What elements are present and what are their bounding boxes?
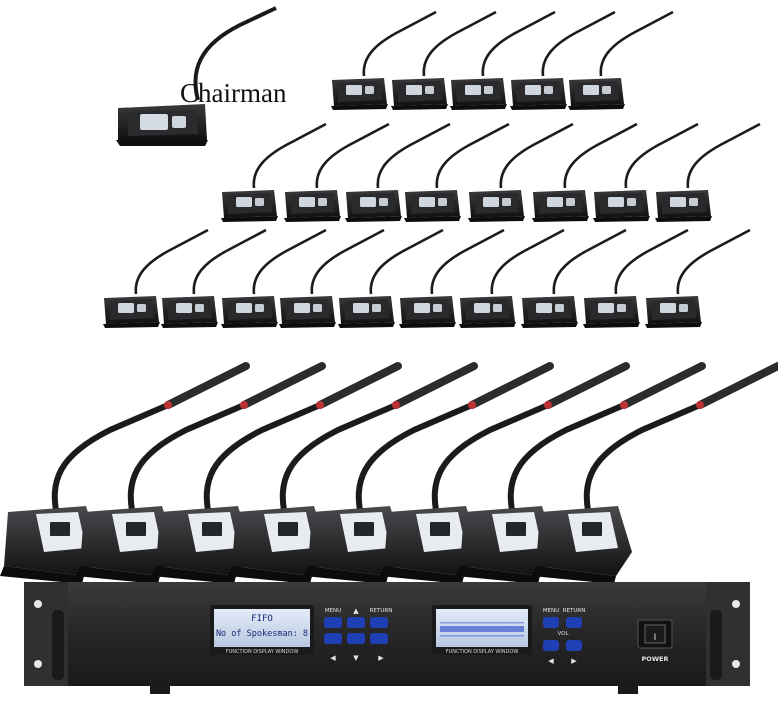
front-delegate-unit <box>304 362 554 584</box>
power-label: POWER <box>642 655 669 663</box>
right-arrow-icon: ▶ <box>378 654 384 662</box>
right-lcd-caption: FUNCTION DISPLAY WINDOW <box>446 649 519 655</box>
delegate-unit <box>221 122 327 222</box>
vol-down-icon: ◀ <box>548 657 554 665</box>
vol-up-icon: ▶ <box>571 657 577 665</box>
delegate-unit <box>338 228 444 328</box>
right-menu-button[interactable] <box>543 617 559 628</box>
right-button[interactable] <box>370 633 388 644</box>
left-lcd-caption: FUNCTION DISPLAY WINDOW <box>226 649 299 655</box>
chairman-label: Chairman <box>180 78 287 108</box>
delegate-unit <box>391 10 497 110</box>
delegate-unit <box>345 122 451 222</box>
delegate-unit <box>331 10 437 110</box>
delegate-unit <box>532 122 638 222</box>
left-menu-label: MENU <box>325 608 341 614</box>
front-delegate-unit <box>228 362 478 584</box>
vol-label: VOL <box>557 631 569 637</box>
menu-button[interactable] <box>324 617 342 628</box>
front-delegate-unit <box>76 362 326 584</box>
front-delegate-unit <box>152 362 402 584</box>
left-lcd-line1: FIFO <box>251 614 273 624</box>
down-button[interactable] <box>347 633 365 644</box>
right-return-label: RETURN <box>563 608 586 614</box>
return-button[interactable] <box>370 617 388 628</box>
chairman-unit <box>116 6 277 146</box>
delegate-unit <box>450 10 556 110</box>
delegate-row-3 <box>103 228 751 328</box>
front-delegate-unit <box>532 362 778 584</box>
front-delegate-row <box>0 362 778 584</box>
delegate-unit <box>593 122 699 222</box>
delegate-unit <box>161 228 267 328</box>
delegate-unit <box>404 122 510 222</box>
rack-handle <box>52 610 64 680</box>
right-return-button[interactable] <box>566 617 582 628</box>
front-delegate-unit <box>456 362 706 584</box>
delegate-unit <box>468 122 574 222</box>
left-return-label: RETURN <box>370 608 393 614</box>
delegate-unit <box>399 228 505 328</box>
vol-down-button[interactable] <box>543 640 559 651</box>
left-lcd-screen <box>214 609 310 647</box>
up-button[interactable] <box>347 617 365 628</box>
rack-screw-hole <box>34 660 42 668</box>
delegate-unit <box>645 228 751 328</box>
receiver-unit: FIFO No of Spokesman: 8 FUNCTION DISPLAY… <box>24 582 750 694</box>
delegate-unit <box>279 228 385 328</box>
delegate-row-1 <box>331 10 674 110</box>
delegate-unit <box>521 228 627 328</box>
delegate-unit <box>568 10 674 110</box>
up-arrow-icon: ▲ <box>353 607 359 615</box>
delegate-unit <box>583 228 689 328</box>
rack-screw-hole <box>732 660 740 668</box>
power-on-icon: I <box>654 633 657 643</box>
rack-handle <box>710 610 722 680</box>
left-lcd-line2: No of Spokesman: 8 <box>216 629 308 639</box>
right-lcd-bars <box>440 622 524 637</box>
delegate-unit <box>510 10 616 110</box>
delegate-unit <box>655 122 761 222</box>
delegate-unit <box>284 122 390 222</box>
rack-screw-hole <box>732 600 740 608</box>
down-arrow-icon: ▼ <box>353 654 359 662</box>
left-button[interactable] <box>324 633 342 644</box>
front-delegate-unit <box>0 362 250 584</box>
vol-up-button[interactable] <box>566 640 582 651</box>
rack-screw-hole <box>34 600 42 608</box>
left-arrow-icon: ◀ <box>330 654 336 662</box>
front-delegate-unit <box>380 362 630 584</box>
delegate-unit <box>459 228 565 328</box>
delegate-unit <box>103 228 209 328</box>
right-menu-label: MENU <box>543 608 559 614</box>
delegate-row-2 <box>221 122 761 222</box>
delegate-unit <box>221 228 327 328</box>
